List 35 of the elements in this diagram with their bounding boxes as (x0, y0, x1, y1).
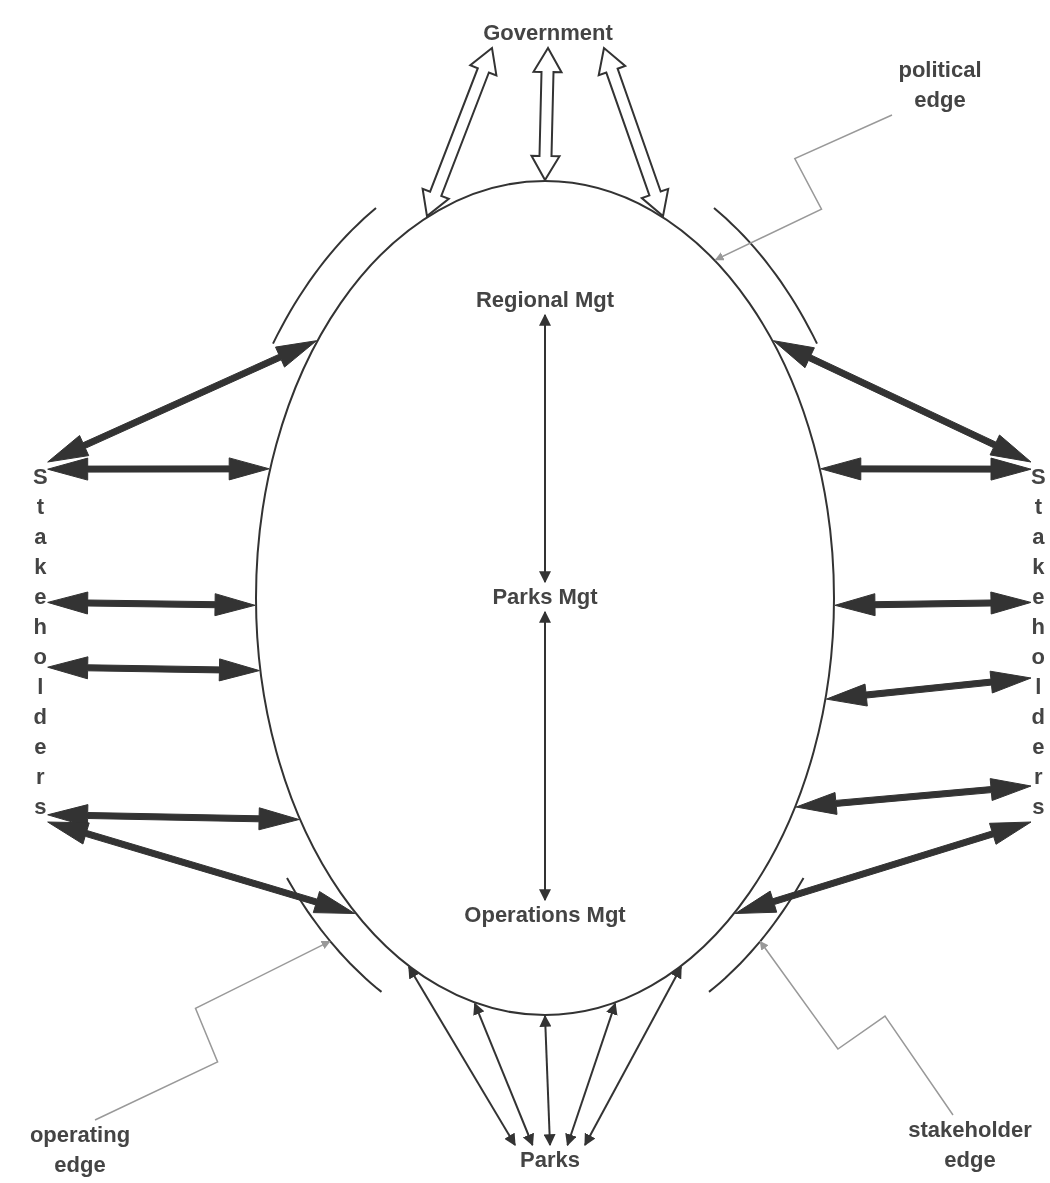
hollow-double-arrow (529, 46, 564, 182)
edge-note: stakeholder edge (885, 1115, 1050, 1175)
double-arrow (584, 966, 683, 1147)
double-arrow (734, 821, 1032, 914)
double-arrow (820, 457, 1032, 481)
double-arrow (47, 656, 260, 682)
level-label: Parks Mgt (445, 582, 645, 612)
leader-line (714, 114, 893, 261)
double-arrow (47, 340, 317, 463)
double-arrow (47, 591, 256, 617)
leader-line (759, 940, 954, 1116)
level-label: Regional Mgt (445, 285, 645, 315)
double-arrow (47, 821, 356, 914)
edge-note: operating edge (5, 1120, 155, 1180)
edge-note: political edge (880, 55, 1000, 115)
double-arrow (539, 610, 551, 902)
double-arrow (565, 1002, 618, 1147)
level-label: Operations Mgt (425, 900, 665, 930)
double-arrow (539, 313, 551, 584)
double-arrow (47, 457, 270, 481)
hollow-double-arrow (421, 46, 498, 218)
double-arrow (834, 591, 1032, 617)
double-arrow (407, 966, 516, 1147)
double-arrow (825, 670, 1032, 707)
hollow-double-arrow (597, 46, 670, 218)
double-arrow (47, 804, 300, 831)
double-arrow (539, 1014, 556, 1147)
group-label: Government (478, 18, 618, 48)
stakeholders-label: Stakeholders (33, 462, 48, 822)
double-arrow (473, 1002, 534, 1147)
double-arrow (795, 778, 1032, 815)
leader-line (94, 940, 331, 1121)
group-label: Parks (515, 1145, 585, 1175)
stakeholders-label: Stakeholders (1031, 462, 1046, 822)
double-arrow (773, 340, 1032, 463)
